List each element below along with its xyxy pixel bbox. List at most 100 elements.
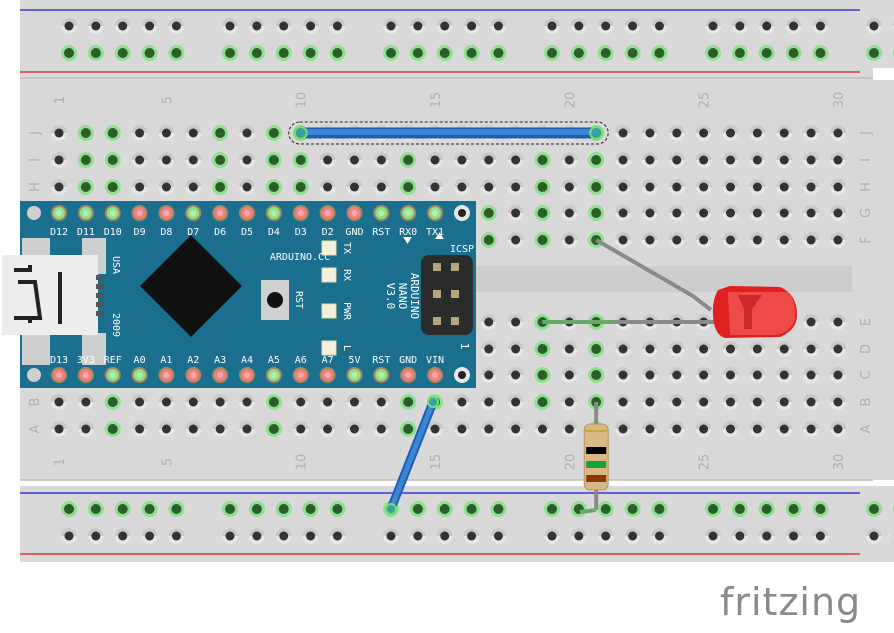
hole[interactable] xyxy=(803,394,820,410)
pin-A5[interactable] xyxy=(265,367,282,383)
hole-connected[interactable] xyxy=(329,45,346,61)
hole[interactable] xyxy=(239,125,256,141)
hole[interactable] xyxy=(409,18,426,34)
hole[interactable] xyxy=(866,18,882,34)
hole[interactable] xyxy=(803,152,820,168)
hole[interactable] xyxy=(803,125,820,141)
hole[interactable] xyxy=(51,125,67,141)
pin-D11[interactable] xyxy=(77,205,94,221)
hole-connected[interactable] xyxy=(534,179,551,195)
hole[interactable] xyxy=(829,394,846,410)
hole[interactable] xyxy=(561,367,578,383)
hole-connected[interactable] xyxy=(534,367,551,383)
hole[interactable] xyxy=(668,152,685,168)
hole[interactable] xyxy=(776,232,793,248)
hole[interactable] xyxy=(758,528,775,544)
hole-connected[interactable] xyxy=(114,45,131,61)
hole[interactable] xyxy=(803,232,820,248)
pin-GND[interactable] xyxy=(400,367,417,383)
hole[interactable] xyxy=(436,18,453,34)
hole[interactable] xyxy=(668,125,685,141)
hole[interactable] xyxy=(641,179,658,195)
hole[interactable] xyxy=(597,18,614,34)
pin-RST[interactable] xyxy=(373,205,390,221)
hole[interactable] xyxy=(436,528,453,544)
hole[interactable] xyxy=(373,179,390,195)
hole[interactable] xyxy=(668,341,685,357)
hole[interactable] xyxy=(561,421,578,437)
pin-D3[interactable] xyxy=(292,205,309,221)
led-red[interactable] xyxy=(712,286,797,338)
hole[interactable] xyxy=(803,367,820,383)
hole[interactable] xyxy=(383,18,399,34)
hole[interactable] xyxy=(185,394,202,410)
pin-5V[interactable] xyxy=(346,367,363,383)
hole-connected[interactable] xyxy=(597,501,614,517)
hole[interactable] xyxy=(695,152,712,168)
hole[interactable] xyxy=(248,528,265,544)
hole-connected[interactable] xyxy=(212,179,229,195)
hole[interactable] xyxy=(275,528,292,544)
hole-connected[interactable] xyxy=(544,45,560,61)
hole[interactable] xyxy=(561,152,578,168)
hole[interactable] xyxy=(695,367,712,383)
hole-connected[interactable] xyxy=(624,45,641,61)
pin-REF[interactable] xyxy=(104,367,121,383)
hole[interactable] xyxy=(239,179,256,195)
hole[interactable] xyxy=(346,421,363,437)
hole[interactable] xyxy=(212,394,229,410)
hole-connected[interactable] xyxy=(490,45,507,61)
hole[interactable] xyxy=(480,341,497,357)
hole-connected[interactable] xyxy=(705,45,721,61)
hole[interactable] xyxy=(749,341,766,357)
hole[interactable] xyxy=(453,179,470,195)
hole[interactable] xyxy=(731,18,748,34)
hole[interactable] xyxy=(695,125,712,141)
pin-D9[interactable] xyxy=(131,205,148,221)
hole[interactable] xyxy=(758,18,775,34)
hole-connected[interactable] xyxy=(812,501,829,517)
hole-connected[interactable] xyxy=(222,501,238,517)
hole[interactable] xyxy=(87,18,104,34)
hole[interactable] xyxy=(641,152,658,168)
pin-D10[interactable] xyxy=(104,205,121,221)
hole[interactable] xyxy=(651,528,668,544)
hole[interactable] xyxy=(158,152,175,168)
hole-connected[interactable] xyxy=(534,205,551,221)
hole[interactable] xyxy=(641,205,658,221)
hole[interactable] xyxy=(695,179,712,195)
hole[interactable] xyxy=(51,179,67,195)
hole-connected[interactable] xyxy=(275,501,292,517)
hole-connected[interactable] xyxy=(329,501,346,517)
pin-D5[interactable] xyxy=(239,205,256,221)
hole[interactable] xyxy=(292,394,309,410)
hole[interactable] xyxy=(507,232,524,248)
hole[interactable] xyxy=(695,341,712,357)
hole-connected[interactable] xyxy=(534,341,551,357)
pin-A3[interactable] xyxy=(212,367,229,383)
hole[interactable] xyxy=(776,152,793,168)
hole-connected[interactable] xyxy=(588,367,605,383)
hole[interactable] xyxy=(141,528,158,544)
hole-connected[interactable] xyxy=(812,45,829,61)
hole-connected[interactable] xyxy=(104,421,121,437)
hole[interactable] xyxy=(695,421,712,437)
hole-connected[interactable] xyxy=(409,45,426,61)
hole[interactable] xyxy=(463,528,480,544)
hole[interactable] xyxy=(597,528,614,544)
pin-A1[interactable] xyxy=(158,367,175,383)
hole[interactable] xyxy=(829,341,846,357)
hole[interactable] xyxy=(490,18,507,34)
hole[interactable] xyxy=(319,421,336,437)
hole[interactable] xyxy=(561,341,578,357)
pin-D7[interactable] xyxy=(185,205,202,221)
hole-connected[interactable] xyxy=(400,394,417,410)
hole-connected[interactable] xyxy=(104,394,121,410)
hole-connected[interactable] xyxy=(87,501,104,517)
pin-A0[interactable] xyxy=(131,367,148,383)
hole[interactable] xyxy=(302,18,319,34)
hole[interactable] xyxy=(722,341,739,357)
hole[interactable] xyxy=(158,421,175,437)
hole[interactable] xyxy=(185,421,202,437)
hole-connected[interactable] xyxy=(265,125,282,141)
